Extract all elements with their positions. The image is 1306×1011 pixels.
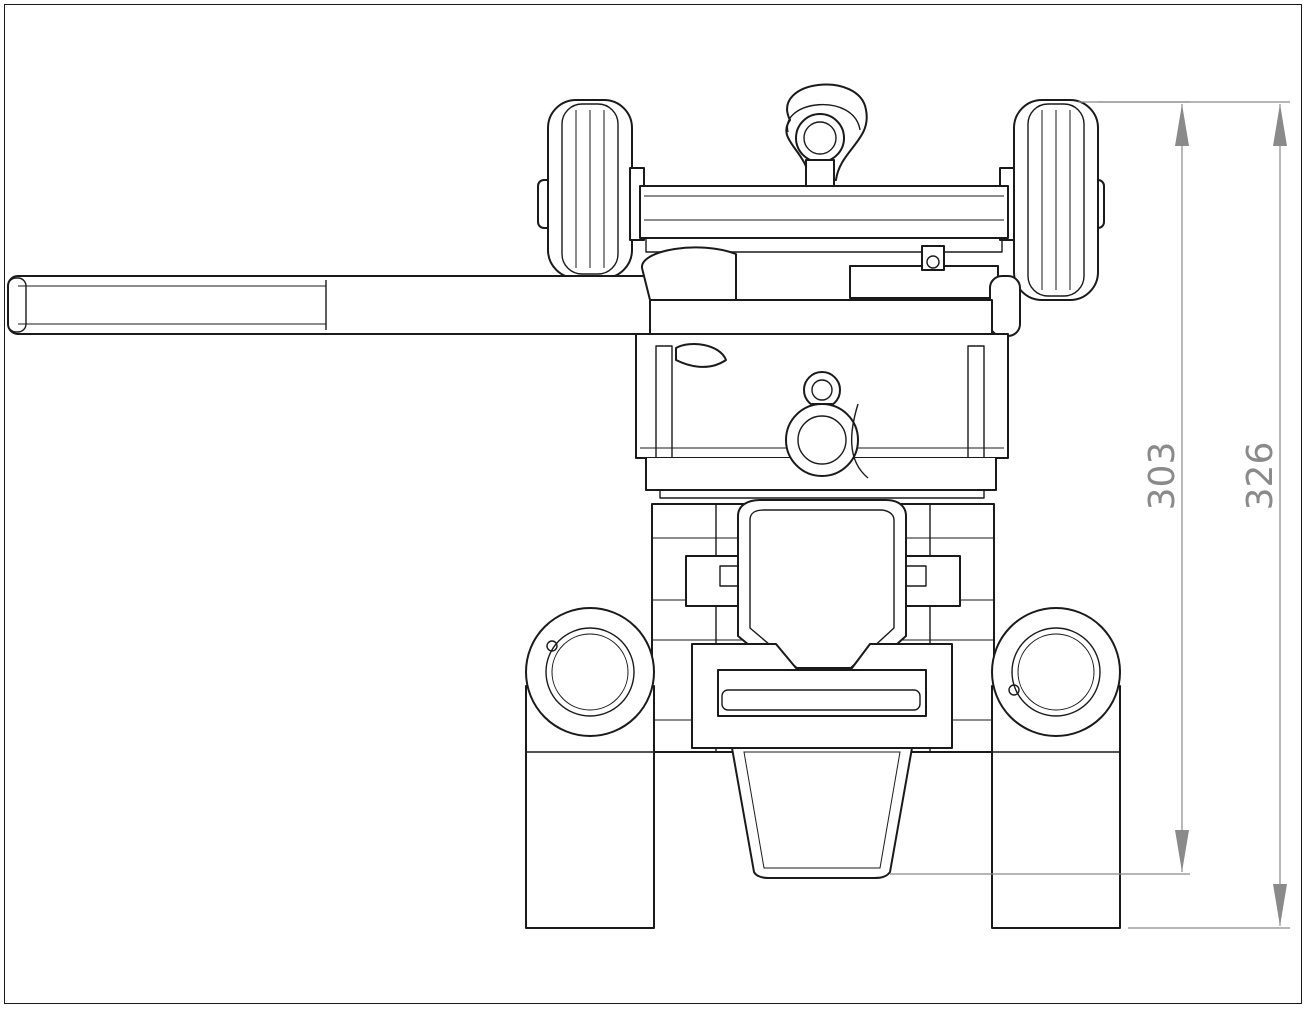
dimension-326: 326 [1098,101,1290,929]
right-rear-wheel [999,99,1105,301]
dimension-303: 303 [890,101,1190,875]
lift-saddle [737,499,907,685]
dimension-label-326: 326 [1240,442,1281,511]
front-wedge [731,747,913,879]
saddle-knob [785,83,868,187]
left-front-roller [525,607,655,929]
rear-axle-frame [639,185,1009,253]
lift-arm [691,643,953,749]
release-valve-ring [785,371,869,479]
drawing-frame [4,4,1302,1004]
dimension-label-303: 303 [1142,442,1183,511]
lever-socket [640,245,1021,337]
left-rear-wheel [537,99,645,279]
handle-bar [7,275,659,335]
right-front-roller [991,607,1121,929]
